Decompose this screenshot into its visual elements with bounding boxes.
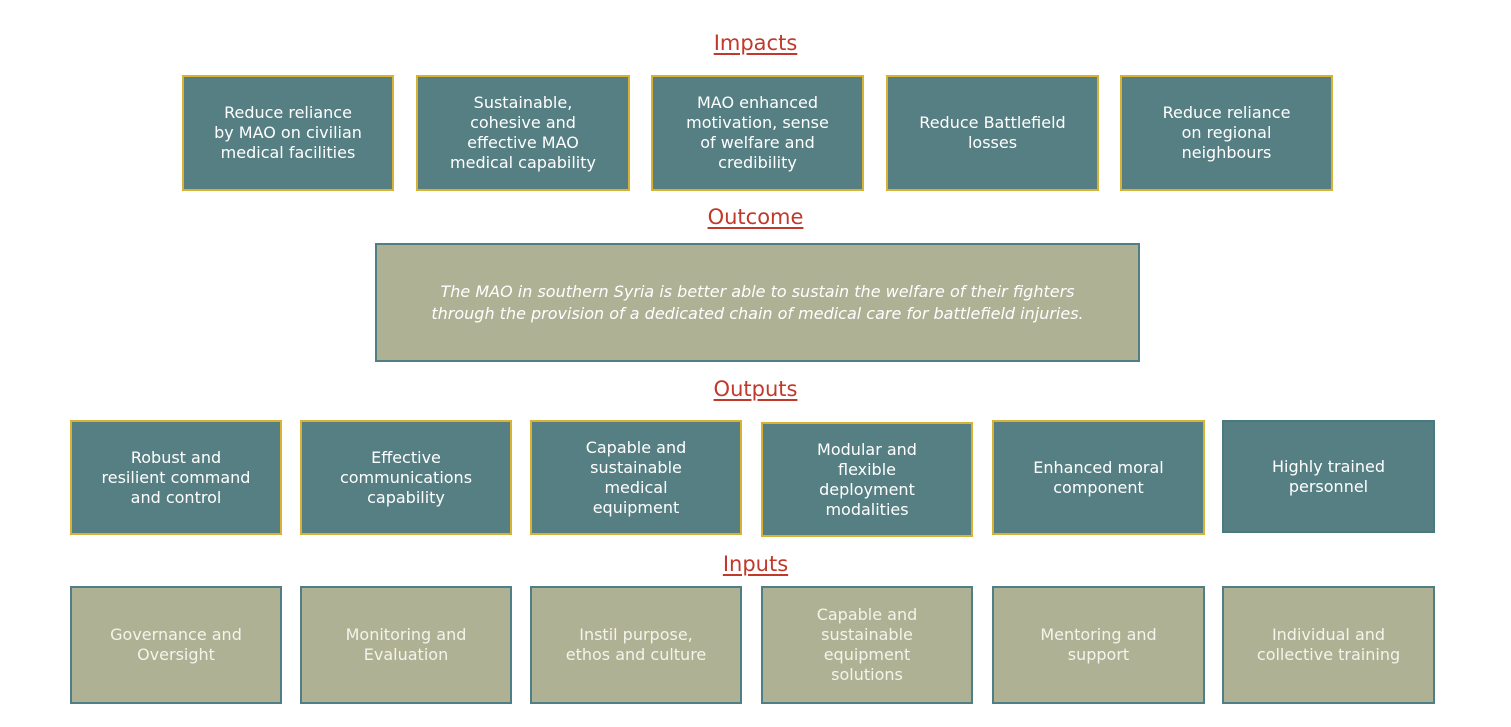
inputs-heading: Inputs <box>722 552 789 576</box>
outcome-text: The MAO in southern Syria is better able… <box>431 281 1084 323</box>
input-box-label: Governance and Oversight <box>110 625 242 664</box>
input-box-label: Instil purpose, ethos and culture <box>565 625 707 664</box>
input-box: Mentoring and support <box>992 586 1205 704</box>
output-box: Effective communications capability <box>300 420 512 535</box>
impact-box: Sustainable, cohesive and effective MAO … <box>416 75 630 191</box>
impact-box: Reduce reliance on regional neighbours <box>1120 75 1333 191</box>
input-box: Capable and sustainable equipment soluti… <box>761 586 973 704</box>
input-box: Individual and collective training <box>1222 586 1435 704</box>
output-box: Enhanced moral component <box>992 420 1205 535</box>
input-box-label: Mentoring and support <box>1040 625 1157 664</box>
impact-box-label: Reduce reliance on regional neighbours <box>1162 103 1291 162</box>
output-box: Robust and resilient command and control <box>70 420 282 535</box>
output-box-label: Highly trained personnel <box>1271 456 1385 496</box>
output-box-label: Robust and resilient command and control <box>101 447 251 507</box>
output-box-label: Capable and sustainable medical equipmen… <box>585 437 687 517</box>
input-box: Monitoring and Evaluation <box>300 586 512 704</box>
input-box-label: Capable and sustainable equipment soluti… <box>816 605 918 684</box>
impacts-heading: Impacts <box>713 31 798 55</box>
input-box: Governance and Oversight <box>70 586 282 704</box>
impact-box: MAO enhanced motivation, sense of welfar… <box>651 75 864 191</box>
input-box-label: Individual and collective training <box>1256 625 1401 664</box>
output-box-label: Enhanced moral component <box>1033 457 1164 497</box>
impact-box-label: MAO enhanced motivation, sense of welfar… <box>686 93 829 172</box>
outcome-heading: Outcome <box>707 205 804 229</box>
impact-box-label: Sustainable, cohesive and effective MAO … <box>450 93 596 172</box>
input-box: Instil purpose, ethos and culture <box>530 586 742 704</box>
input-box-label: Monitoring and Evaluation <box>345 625 467 664</box>
impact-box-label: Reduce Battlefield losses <box>919 113 1066 152</box>
outcome-box: The MAO in southern Syria is better able… <box>375 243 1140 362</box>
outputs-heading: Outputs <box>713 377 798 401</box>
impact-box: Reduce reliance by MAO on civilian medic… <box>182 75 394 191</box>
output-box: Modular and flexible deployment modaliti… <box>761 422 973 537</box>
output-box-label: Effective communications capability <box>339 447 473 507</box>
impact-box: Reduce Battlefield losses <box>886 75 1099 191</box>
output-box: Highly trained personnel <box>1222 420 1435 533</box>
output-box: Capable and sustainable medical equipmen… <box>530 420 742 535</box>
output-box-label: Modular and flexible deployment modaliti… <box>817 439 917 519</box>
impact-box-label: Reduce reliance by MAO on civilian medic… <box>214 103 362 162</box>
